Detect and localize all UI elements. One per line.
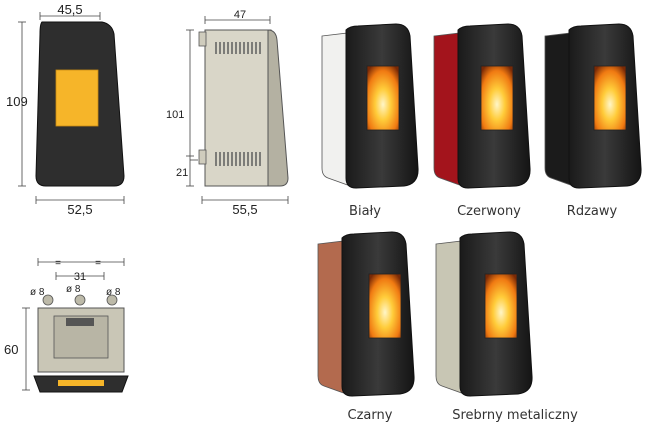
stove-variant-1 xyxy=(321,23,419,189)
stove-variant-3 xyxy=(544,23,642,189)
variant-label-1: Biały xyxy=(349,204,381,219)
variant-label-2: Czerwony xyxy=(457,204,521,219)
side-outlet-height-label: 21 xyxy=(176,167,188,179)
top-center-pipe-label: ø 8 xyxy=(66,284,81,295)
stove-variant-2 xyxy=(433,23,531,189)
side-depth-top-label: 47 xyxy=(234,9,246,21)
stove-variant-4 xyxy=(317,231,415,397)
front-width-top-label: 45,5 xyxy=(57,2,82,17)
top-equal-left-label: = xyxy=(55,258,61,269)
variant-label-4: Czarny xyxy=(347,408,393,423)
side-view-drawing xyxy=(186,16,289,204)
stove-variant-5 xyxy=(435,231,533,397)
variant-label-3: Rdzawy xyxy=(566,204,618,219)
top-equal-right-label: = xyxy=(95,258,101,269)
top-view-drawing xyxy=(22,258,129,393)
top-right-pipe-label: ø 8 xyxy=(106,287,121,298)
front-view-drawing xyxy=(18,12,125,204)
top-span-label: 31 xyxy=(74,271,86,283)
variant-label-5: Srebrny metaliczny xyxy=(452,408,578,423)
side-depth-bottom-label: 55,5 xyxy=(232,202,257,217)
top-left-pipe-label: ø 8 xyxy=(30,287,45,298)
side-height-label: 101 xyxy=(166,109,184,121)
front-width-bottom-label: 52,5 xyxy=(67,202,92,217)
top-depth-label: 60 xyxy=(4,342,18,357)
front-height-label: 109 xyxy=(6,94,28,109)
